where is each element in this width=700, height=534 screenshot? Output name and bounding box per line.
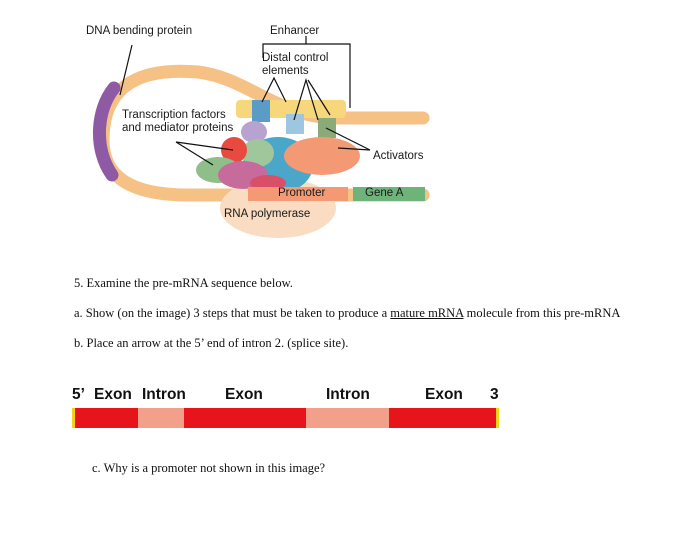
label-distal-control-elements: Distal control elements [262, 52, 329, 77]
label-three-prime: 3 [490, 386, 499, 403]
label-exon-1: Exon [94, 386, 132, 403]
question-5: 5. Examine the pre-mRNA sequence below. [74, 276, 293, 290]
label-promoter: Promoter [278, 187, 326, 199]
label-exon-3: Exon [425, 386, 463, 403]
label-intron-1: Intron [142, 386, 186, 403]
gene-a-region [353, 187, 425, 201]
transcription-diagram: DNA bending protein Enhancer Distal cont… [8, 0, 700, 250]
label-five-prime: 5’ [72, 386, 85, 403]
exon-2-bar [184, 408, 306, 428]
label-enhancer: Enhancer [270, 25, 320, 37]
label-transcription-factors: Transcription factors and mediator prote… [122, 109, 234, 134]
intron-2-bar [306, 408, 389, 428]
three-prime-tail [496, 408, 499, 428]
question-5b: b. Place an arrow at the 5’ end of intro… [74, 336, 349, 350]
five-prime-cap [72, 408, 75, 428]
label-exon-2: Exon [225, 386, 263, 403]
dna-bending-protein [93, 81, 121, 182]
intron-1-bar [138, 408, 184, 428]
question-5a-emphasis: mature mRNA [390, 306, 464, 320]
question-5a-text-start: a. Show (on the image) 3 steps that must… [74, 306, 391, 320]
question-5a: a. Show (on the image) 3 steps that must… [74, 306, 644, 321]
document-page: DNA bending protein Enhancer Distal cont… [8, 0, 684, 534]
exon-3-bar [389, 408, 496, 428]
exon-1-bar [75, 408, 138, 428]
label-dna-bending-protein: DNA bending protein [86, 25, 193, 37]
diagram-artwork [93, 36, 430, 238]
question-5a-text-end: molecule from this pre-mRNA [463, 306, 621, 320]
promoter-region [248, 187, 348, 201]
label-activators: Activators [373, 150, 424, 162]
label-gene-a: Gene A [365, 187, 404, 199]
question-5c: c. Why is a promoter not shown in this i… [92, 461, 326, 475]
label-rna-polymerase: RNA polymerase [224, 208, 311, 220]
label-intron-2: Intron [326, 386, 370, 403]
